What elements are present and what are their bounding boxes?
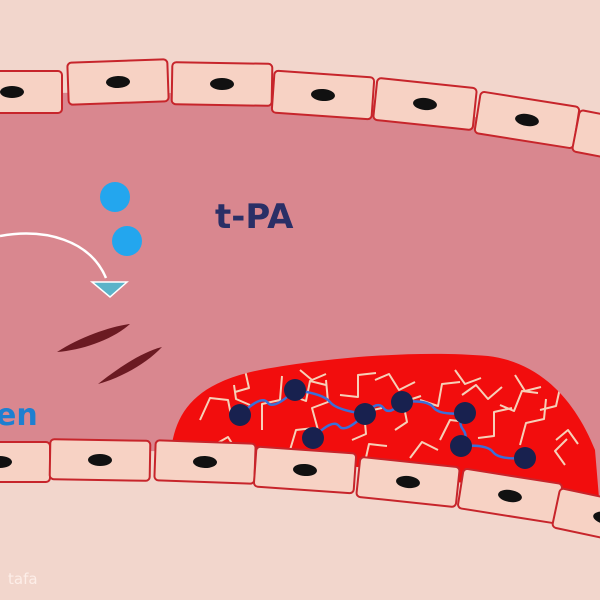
- plasminogen-beads: [229, 379, 536, 469]
- fibrin-strand: [477, 407, 513, 439]
- cell-nucleus: [593, 511, 600, 525]
- fibrin-strand: [454, 369, 482, 385]
- endothelial-cell: [571, 109, 600, 171]
- fragment: [57, 324, 130, 352]
- endothelial-cell: [355, 456, 461, 508]
- plasminogen-bead: [302, 427, 324, 449]
- fibrin-strand: [299, 369, 327, 381]
- chain-link: [239, 389, 296, 416]
- plasminogen-bead: [391, 391, 413, 413]
- endothelial-cell: [252, 445, 358, 495]
- plasminogen-bead: [229, 404, 251, 426]
- endothelial-cell: [0, 70, 63, 114]
- fibrin-strand: [554, 438, 568, 466]
- cell-nucleus: [311, 88, 335, 102]
- endothelial-cell: [170, 61, 274, 107]
- endothelial-cell: [48, 438, 152, 482]
- fragment: [98, 347, 162, 384]
- arrow-head-icon: [89, 281, 129, 298]
- clot-body: [172, 353, 600, 510]
- cell-nucleus: [515, 113, 539, 127]
- chain-link: [294, 388, 366, 416]
- chain-link: [401, 400, 466, 415]
- plasminogen-bead: [450, 435, 472, 457]
- plasminogen-bead: [454, 402, 476, 424]
- fibrin-strand: [461, 384, 503, 400]
- fibrin-strand: [499, 390, 539, 412]
- fibrin-strand: [311, 379, 329, 431]
- endothelial-cell: [0, 441, 51, 483]
- watermark: tafa: [8, 570, 38, 588]
- cell-nucleus: [413, 97, 437, 111]
- endothelial-cell: [270, 69, 376, 121]
- fibrin-strand: [233, 384, 251, 406]
- fibrin-strand: [555, 429, 579, 445]
- cell-nucleus: [193, 455, 217, 469]
- cell-nucleus: [293, 463, 317, 477]
- fibrin-strand: [364, 443, 388, 463]
- bottom-endothelial-wall-front: [0, 438, 600, 549]
- blood-clot: [172, 353, 600, 510]
- tpa-molecule: [100, 182, 130, 212]
- cell-nucleus: [106, 75, 130, 89]
- chain-link: [312, 413, 366, 439]
- fibrin-strand: [514, 374, 542, 392]
- plasminogen-bead: [284, 379, 306, 401]
- plasminogen-bead: [354, 403, 376, 425]
- tpa-label: t-PA: [215, 197, 294, 237]
- cell-nucleus: [396, 475, 420, 489]
- endothelial-cell: [473, 91, 581, 149]
- fibrin-strand: [409, 441, 439, 459]
- top-endothelial-wall: [0, 58, 600, 171]
- fibrin-strand: [261, 375, 283, 430]
- cell-nucleus: [0, 86, 24, 98]
- endothelial-cell: [372, 77, 478, 131]
- cell-nucleus: [88, 453, 112, 467]
- endothelial-cell: [551, 487, 600, 549]
- plasminogen-bead: [514, 447, 536, 469]
- endothelial-cell: [66, 58, 170, 106]
- chain-link: [460, 444, 526, 460]
- curved-arrow-icon: [0, 232, 129, 298]
- fibrin-strand: [539, 387, 561, 411]
- tpa-molecule: [112, 226, 142, 256]
- cell-nucleus: [498, 489, 522, 503]
- endothelial-cell: [153, 439, 257, 485]
- fibrin-strand: [374, 373, 416, 391]
- endothelial-cell: [457, 468, 563, 524]
- partial-label: en: [0, 398, 38, 433]
- cell-nucleus: [0, 456, 12, 468]
- cell-nucleus: [210, 77, 234, 91]
- fibrin-strand: [339, 372, 377, 398]
